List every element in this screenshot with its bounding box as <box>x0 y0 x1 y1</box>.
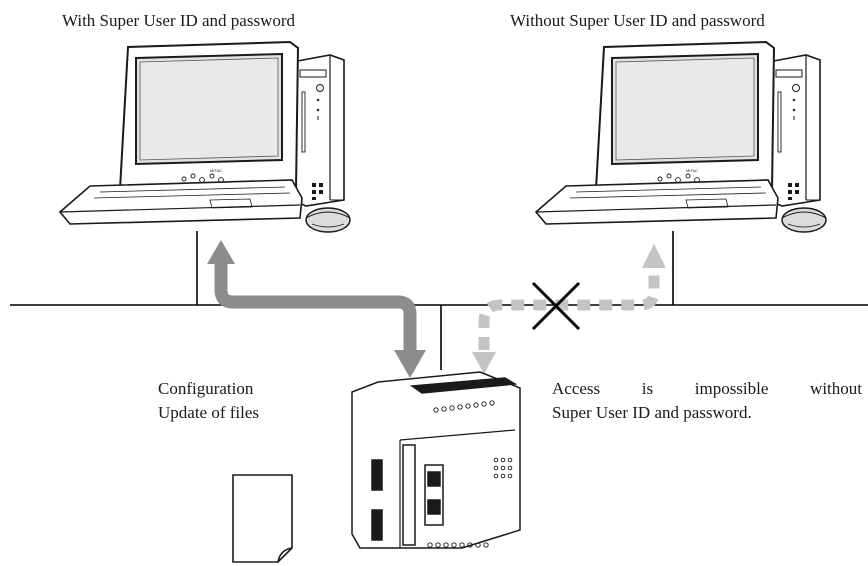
computer-allowed-icon <box>59 41 351 233</box>
denied-cross-icon <box>531 281 581 331</box>
controller-device-icon <box>351 371 521 549</box>
note-access-line-1: Access is impossible without <box>552 379 862 398</box>
note-configuration-line-2: Update of files <box>158 403 260 422</box>
network-lines <box>10 231 868 370</box>
allowed-access-arrow <box>214 262 417 352</box>
denied-arrow-up-head <box>642 244 666 268</box>
denied-arrow-down-head <box>472 352 496 374</box>
computer-denied-icon <box>535 41 827 233</box>
caption-without-credentials: Without Super User ID and password <box>510 11 765 30</box>
allowed-arrow-up-head <box>207 240 235 264</box>
denied-access-arrow <box>478 268 660 350</box>
allowed-arrow-down-head <box>394 350 426 378</box>
caption-with-credentials: With Super User ID and password <box>62 11 296 30</box>
note-access-line-2: Super User ID and password. <box>552 403 752 422</box>
note-configuration: Configuration Update of files <box>158 377 259 425</box>
note-access-impossible: Access is impossible without Super User … <box>552 377 862 425</box>
note-configuration-line-1: Configuration <box>158 379 254 398</box>
file-document-icon <box>232 474 293 563</box>
